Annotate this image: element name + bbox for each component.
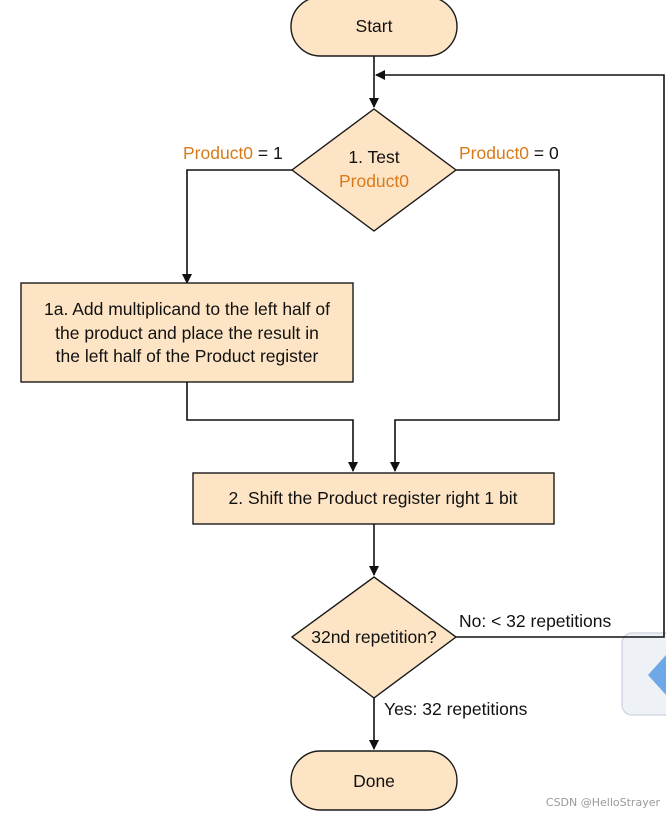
start-label: Start — [356, 16, 393, 36]
shift-label: 2. Shift the Product register right 1 bi… — [229, 488, 518, 508]
widget-brand-icon — [648, 655, 666, 695]
edge-label-product0-one-rest: = 1 — [253, 143, 283, 163]
shift-register-node: 2. Shift the Product register right 1 bi… — [192, 472, 555, 525]
edge-label-no: No: < 32 repetitions — [459, 611, 611, 631]
add-multiplicand-node: 1a. Add multiplicand to the left half of… — [20, 282, 354, 383]
repeat-label: 32nd repetition? — [311, 627, 437, 647]
add-label-line2: the product and place the result in — [55, 323, 319, 343]
add-label-line3: the left half of the Product register — [56, 346, 319, 366]
edge-label-product0-one: Product0 = 1 — [183, 143, 283, 163]
arrow-add-to-shift — [186, 382, 358, 472]
watermark-text: CSDN @HelloStrayer — [546, 796, 661, 809]
arrow-test-to-shift — [390, 169, 560, 472]
done-node: Done — [290, 750, 458, 811]
edge-label-product0-zero-rest: = 0 — [529, 143, 559, 163]
floating-widget-fragment — [621, 632, 666, 716]
edge-label-product0-one-accent: Product0 — [183, 143, 253, 163]
edge-label-product0-zero: Product0 = 0 — [459, 143, 559, 163]
arrow-test-to-add — [182, 169, 292, 284]
add-label-line1: 1a. Add multiplicand to the left half of — [44, 299, 330, 319]
test-decision-node: 1. Test Product0 — [290, 108, 458, 232]
repetition-decision-node: 32nd repetition? — [290, 576, 458, 699]
test-label-line2: Product0 — [339, 171, 409, 191]
test-label-line1: 1. Test — [348, 147, 399, 167]
done-label: Done — [353, 771, 395, 791]
start-node: Start — [290, 0, 458, 57]
arrow-repeat-loop-back — [375, 70, 665, 638]
edge-label-product0-zero-accent: Product0 — [459, 143, 529, 163]
edge-label-yes: Yes: 32 repetitions — [384, 699, 528, 719]
